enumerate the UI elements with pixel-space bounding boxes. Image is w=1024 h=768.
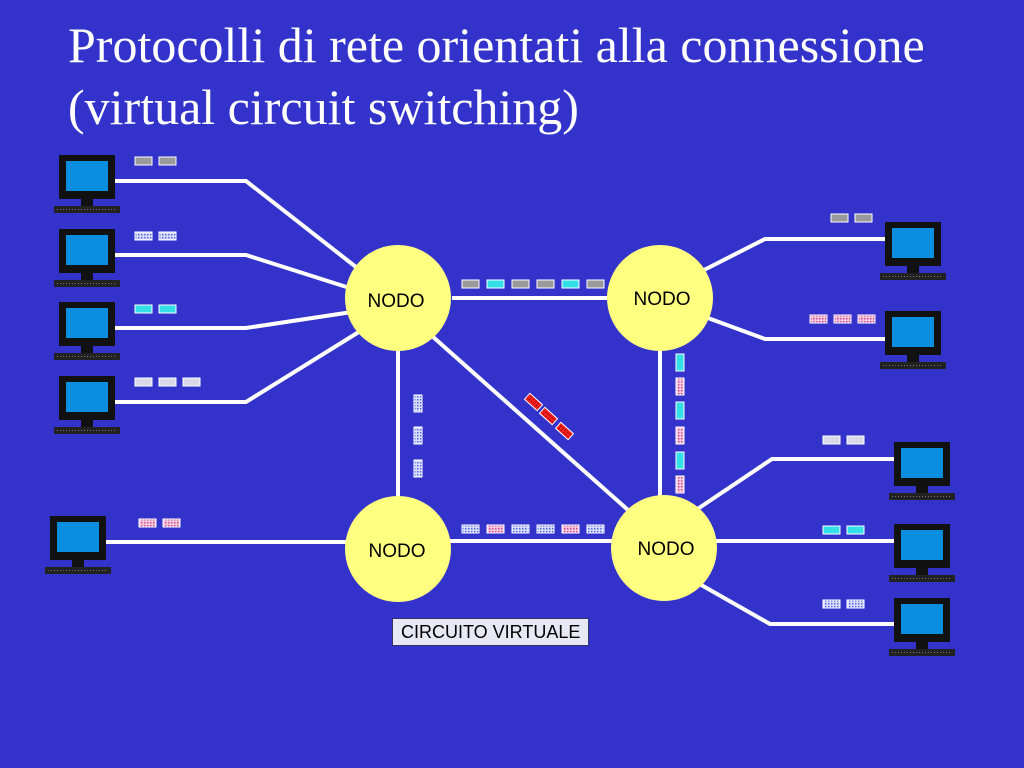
packet-icon <box>461 524 480 534</box>
packet-icon <box>846 435 865 445</box>
packet-icon <box>675 451 685 470</box>
packet-icon <box>134 304 153 314</box>
computer-monitor-icon <box>888 597 956 657</box>
computer-monitor-icon <box>53 154 121 214</box>
node-top-right: NODO <box>607 245 713 351</box>
packet-icon <box>413 459 423 478</box>
packet-icon <box>833 314 852 324</box>
packet-icon <box>822 599 841 609</box>
packet-icon <box>413 426 423 445</box>
packet-icon <box>854 213 873 223</box>
packet-icon <box>134 231 153 241</box>
node-label: NODO <box>634 289 691 310</box>
packet-icon <box>536 279 555 289</box>
packet-icon <box>486 524 505 534</box>
packet-icon <box>586 524 605 534</box>
packet-icon <box>511 524 530 534</box>
packet-icon <box>822 435 841 445</box>
packet-icon <box>158 231 177 241</box>
packets-host-links <box>134 156 876 609</box>
packet-icon <box>586 279 605 289</box>
link-host-right-3 <box>694 457 897 512</box>
packet-icon <box>675 426 685 445</box>
packet-icon <box>158 377 177 387</box>
computer-monitor-icon <box>44 515 112 575</box>
packet-icon <box>162 518 181 528</box>
packet-icon <box>461 279 480 289</box>
packet-icon <box>561 524 580 534</box>
link-host-left-2 <box>112 253 357 292</box>
packet-icon <box>675 353 685 372</box>
link-host-right-2 <box>707 316 888 341</box>
link-host-right-1 <box>703 237 888 272</box>
node-bottom-left: NODO <box>345 496 451 602</box>
packet-icon <box>511 279 530 289</box>
packet-icon <box>134 156 153 166</box>
packet-icon <box>809 314 828 324</box>
link-host-left-3 <box>112 310 353 330</box>
packet-icon <box>675 475 685 494</box>
computer-monitor-icon <box>888 523 956 583</box>
packet-icon <box>554 421 575 441</box>
computer-monitor-icon <box>879 310 947 370</box>
packet-icon <box>138 518 157 528</box>
packet-icon <box>536 524 555 534</box>
packet-icon <box>158 156 177 166</box>
packet-icon <box>675 401 685 420</box>
packet-icon <box>486 279 505 289</box>
packet-icon <box>561 279 580 289</box>
packet-icon <box>822 525 841 535</box>
node-label: NODO <box>638 539 695 560</box>
packet-icon <box>846 599 865 609</box>
packet-icon <box>523 392 544 412</box>
packet-icon <box>830 213 849 223</box>
computer-monitor-icon <box>53 228 121 288</box>
node-label: NODO <box>368 291 425 312</box>
link-host-left-1 <box>112 179 372 280</box>
packet-icon <box>675 377 685 396</box>
slide-title: Protocolli di rete orientati alla connes… <box>68 17 925 135</box>
packet-icon <box>182 377 201 387</box>
node-top-left: NODO <box>345 245 451 351</box>
packet-icon <box>134 377 153 387</box>
node-links <box>396 296 662 543</box>
computer-monitor-icon <box>53 301 121 361</box>
link-host-left-4 <box>112 328 364 404</box>
hosts <box>44 154 956 657</box>
node-label: NODO <box>369 541 426 562</box>
packets-node-links <box>413 279 685 534</box>
packet-icon <box>846 525 865 535</box>
packet-icon <box>413 394 423 413</box>
link-top-left-bottom-right <box>430 334 630 512</box>
computer-monitor-icon <box>53 375 121 435</box>
virtual-circuit-label: CIRCUITO VIRTUALE <box>392 618 590 646</box>
node-bottom-right: NODO <box>611 495 717 601</box>
computer-monitor-icon <box>879 221 947 281</box>
packet-icon <box>158 304 177 314</box>
packet-icon <box>857 314 876 324</box>
host-links <box>105 179 897 626</box>
computer-monitor-icon <box>888 441 956 501</box>
packet-icon <box>538 406 559 426</box>
link-host-right-5 <box>695 580 897 626</box>
